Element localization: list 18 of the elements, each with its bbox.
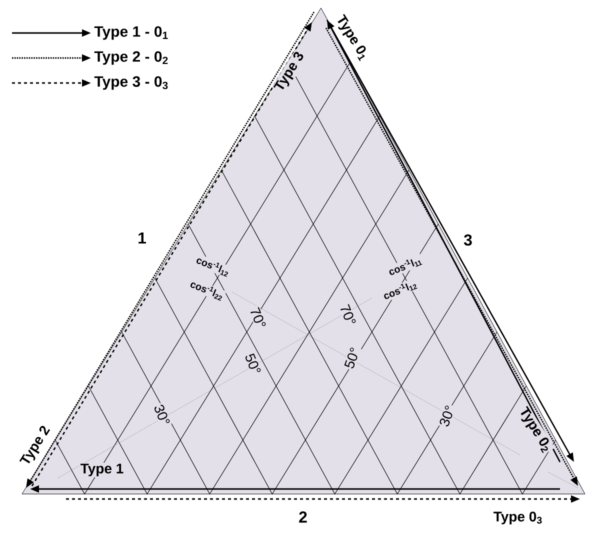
angle-label: 30° xyxy=(437,403,457,429)
type-label: Type 0$_{3}$ xyxy=(494,512,542,524)
angle-label: 30° xyxy=(152,402,172,428)
axis-label: 2 xyxy=(299,511,307,523)
legend-text: Type 1 - 0$_{1}$ xyxy=(94,26,168,40)
angle-label: 70° xyxy=(338,302,358,328)
cosine-label: cos$^{-1}$l$_{12}$ xyxy=(380,278,420,302)
legend-text: Type 2 - 0$_{2}$ xyxy=(94,51,168,65)
cosine-label: cos$^{-1}$l$_{11}$ xyxy=(386,254,424,278)
axis-label: 3 xyxy=(464,234,472,246)
angle-label: 50° xyxy=(342,345,362,371)
cosine-label: cos$^{-1}$l$_{12}$ xyxy=(194,254,232,278)
angle-label: 50° xyxy=(243,351,263,377)
axis-label: 1 xyxy=(138,232,146,244)
angle-label: 70° xyxy=(248,305,268,331)
legend-text: Type 3 - 0$_{3}$ xyxy=(94,76,168,90)
cosine-label: cos$^{-1}$l$_{22}$ xyxy=(188,278,226,302)
type-label: Type 1 xyxy=(79,462,125,478)
